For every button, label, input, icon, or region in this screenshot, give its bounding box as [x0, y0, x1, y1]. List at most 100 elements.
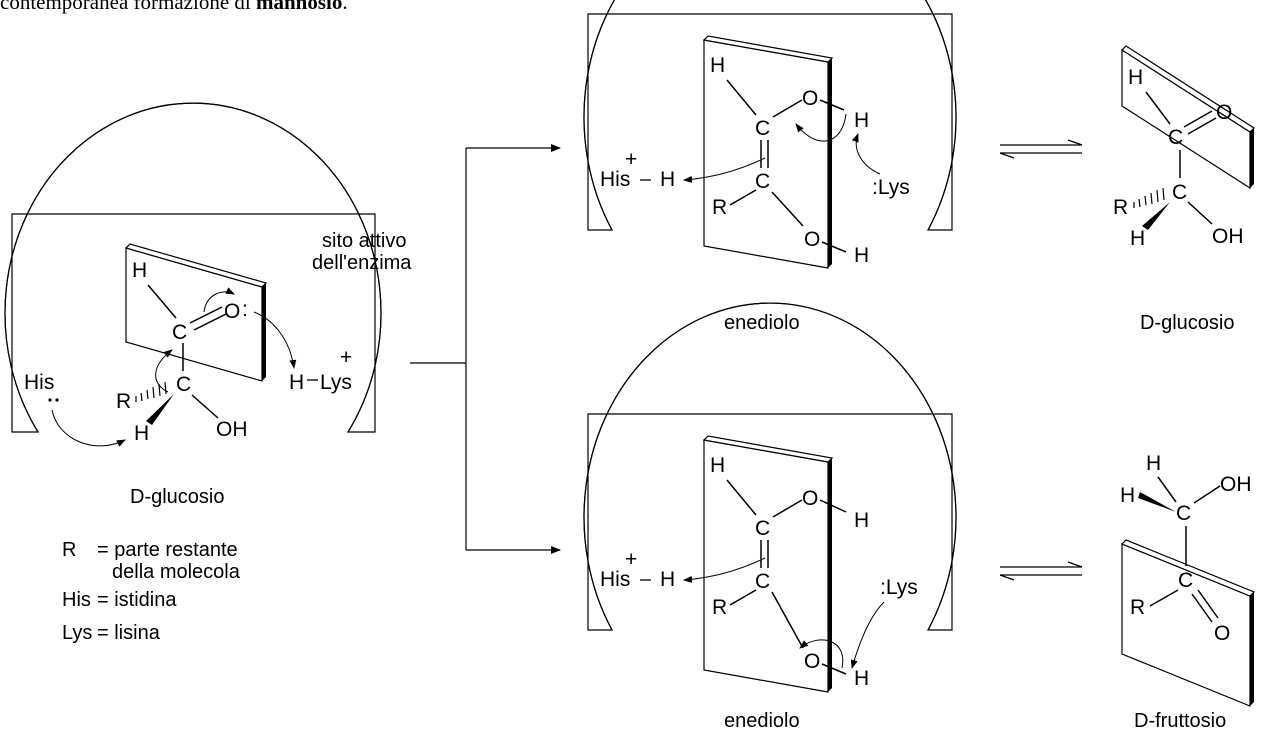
- bottom-pocket-arc: [583, 302, 957, 631]
- top-pocket-arc: [583, 0, 957, 231]
- tp-C2: C: [1172, 181, 1187, 204]
- header-lead: contemporanea formazione di: [0, 0, 251, 14]
- bottom-O1: O: [802, 487, 818, 510]
- legend-Lys-eq: = lisina: [97, 622, 161, 644]
- start-panel: sito attivo dell'enzima H C O : C R H OH…: [4, 102, 412, 508]
- bottom-plane-side: [828, 458, 832, 692]
- bp-C1: C: [1176, 502, 1191, 525]
- bottom-bond-C1-O1: [772, 499, 803, 518]
- bottom-H-O2: H: [854, 667, 869, 690]
- arrow-CH-to-CC: [155, 349, 173, 393]
- top-O2: O: [804, 228, 820, 251]
- tp-hashed-R: [1133, 187, 1165, 208]
- bp-C2: C: [1178, 569, 1193, 592]
- hashed-bond-R: [135, 381, 167, 402]
- bottom-Lys: :Lys: [880, 576, 918, 599]
- legend-His-symbol: His: [62, 589, 91, 611]
- top-product-plane-side: [1250, 128, 1254, 188]
- legend-R-eq: = parte restante: [97, 539, 238, 561]
- top-arrow-Lys-to-H: [851, 133, 881, 175]
- atom-H-bottom: H: [134, 422, 149, 445]
- top-bond-O2-H: [821, 241, 847, 253]
- tp-R: R: [1113, 196, 1128, 219]
- top-bond-H1-C1: [726, 79, 757, 116]
- legend-R-symbol: R: [62, 539, 76, 561]
- bottom-product-panel: H H C OH C R O D-fruttosio: [1120, 452, 1256, 731]
- top-His-plus: +: [625, 148, 637, 171]
- bp-dbl-b: [1197, 589, 1219, 619]
- caption-top-intermediate: enediolo: [724, 312, 800, 334]
- bottom-bond-O1-H: [819, 499, 847, 513]
- H-Lys-H: H: [289, 371, 304, 394]
- legend-Lys-symbol: Lys: [62, 622, 92, 644]
- bottom-bond-O2-H: [821, 663, 847, 675]
- His-lone-pair-1: [48, 398, 52, 402]
- tp-wedge-H: [1142, 202, 1170, 230]
- bp-bond-C1-OH: [1193, 485, 1221, 504]
- bottom-R: R: [712, 596, 727, 619]
- lone-pair-O: :: [242, 298, 248, 321]
- bottom-His-plus: +: [625, 548, 637, 571]
- tp-H: H: [1128, 66, 1143, 89]
- His-lone-pair-2: [55, 398, 59, 402]
- top-C1: C: [755, 117, 770, 140]
- active-site-label-1: sito attivo: [322, 230, 406, 252]
- tp-dbl-b: [1187, 117, 1217, 135]
- atom-O: O: [224, 300, 240, 323]
- tp-bond-H-C: [1145, 91, 1171, 125]
- atom-R: R: [116, 390, 131, 413]
- top-bond-O1-H: [819, 99, 845, 111]
- atom-OH: OH: [216, 418, 248, 441]
- tp-O: O: [1216, 101, 1232, 124]
- top-C2: C: [755, 170, 770, 193]
- bp-O: O: [1214, 622, 1230, 645]
- wedge-bond-H: [146, 394, 174, 425]
- bp-plane-side: [1250, 592, 1254, 706]
- legend-R-cont: della molecola: [112, 561, 241, 583]
- bottom-bond-C2-O2: [771, 591, 804, 649]
- active-site-label-2: dell'enzima: [312, 252, 412, 274]
- bottom-H1: H: [710, 454, 725, 477]
- bottom-bond-H1-C1: [726, 479, 757, 516]
- Lys-plus: +: [340, 346, 352, 369]
- bond-C2-OH: [191, 394, 219, 419]
- caption-start: D-glucosio: [130, 486, 224, 508]
- bond-C1-O-b: [193, 313, 227, 331]
- caption-bottom-product: D-fruttosio: [1134, 710, 1226, 731]
- bottom-intermediate-panel: H C O H C R O H + His H :Lys enediolo: [583, 302, 957, 731]
- top-H1: H: [710, 54, 725, 77]
- bottom-arrow-CC-to-H: [683, 557, 766, 583]
- bond-H-C1: [147, 284, 177, 319]
- bottom-H-O1: H: [854, 509, 869, 532]
- top-Lys: :Lys: [872, 176, 910, 199]
- top-H-O1: H: [854, 109, 869, 132]
- top-His: His: [600, 168, 630, 191]
- bottom-O2: O: [804, 650, 820, 673]
- equilibrium-bottom: [999, 561, 1083, 581]
- equilibrium-top: [999, 139, 1083, 159]
- bottom-C2: C: [755, 570, 770, 593]
- Lys-label: Lys: [320, 371, 352, 394]
- arrow-O-to-H: [253, 311, 297, 369]
- top-O1: O: [802, 87, 818, 110]
- top-bond-C2-O2: [771, 191, 804, 227]
- bp-H-top: H: [1146, 452, 1161, 475]
- bottom-bond-C2-R: [729, 589, 757, 606]
- bottom-His-H: H: [660, 568, 675, 591]
- bottom-C1: C: [755, 517, 770, 540]
- bond-C1-O-a: [189, 306, 223, 324]
- top-H-O2: H: [854, 244, 869, 267]
- caption-bottom-intermediate: enediolo: [724, 710, 800, 731]
- legend-His-eq: = istidina: [97, 589, 177, 611]
- bp-OH: OH: [1220, 473, 1252, 496]
- bp-bond-C2-R: [1149, 589, 1179, 607]
- bottom-arrow-OH-to-O: [799, 639, 844, 669]
- bp-H-left: H: [1120, 484, 1135, 507]
- tp-bond-C2-OH: [1187, 201, 1213, 225]
- tp-C1: C: [1168, 126, 1183, 149]
- caption-top-product: D-glucosio: [1140, 312, 1234, 334]
- top-His-H: H: [660, 168, 675, 191]
- atom-C2: C: [176, 373, 191, 396]
- top-intermediate-panel: H C O H C R O H + His H :Lys enediolo: [583, 0, 957, 334]
